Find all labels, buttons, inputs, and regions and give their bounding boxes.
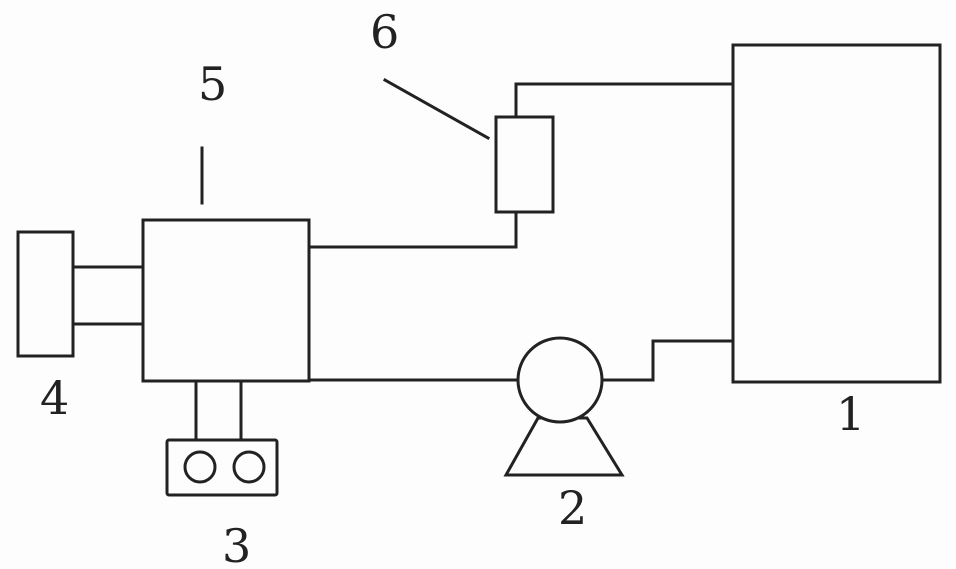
- component-1-tank: [731, 43, 942, 384]
- leader-line-6: [382, 77, 491, 141]
- label-component-5: 5: [198, 57, 227, 111]
- label-component-6: 6: [370, 5, 399, 59]
- label-component-4: 4: [40, 371, 69, 425]
- pipe-6-1: [514, 82, 735, 119]
- pipe-5-6: [307, 210, 518, 249]
- component-2-pump-base: [503, 416, 625, 477]
- component-4-box: [16, 230, 75, 358]
- component-3-circle-right: [232, 450, 266, 484]
- component-3-box: [165, 438, 279, 497]
- label-component-3: 3: [222, 519, 251, 569]
- component-3-circle-left: [183, 450, 217, 484]
- label-component-2: 2: [558, 481, 587, 535]
- component-2-pump: [516, 336, 604, 424]
- component-5-unit: [141, 218, 311, 383]
- pipe-2-1: [600, 339, 735, 382]
- label-component-1: 1: [836, 387, 865, 441]
- component-6-filter: [494, 115, 555, 214]
